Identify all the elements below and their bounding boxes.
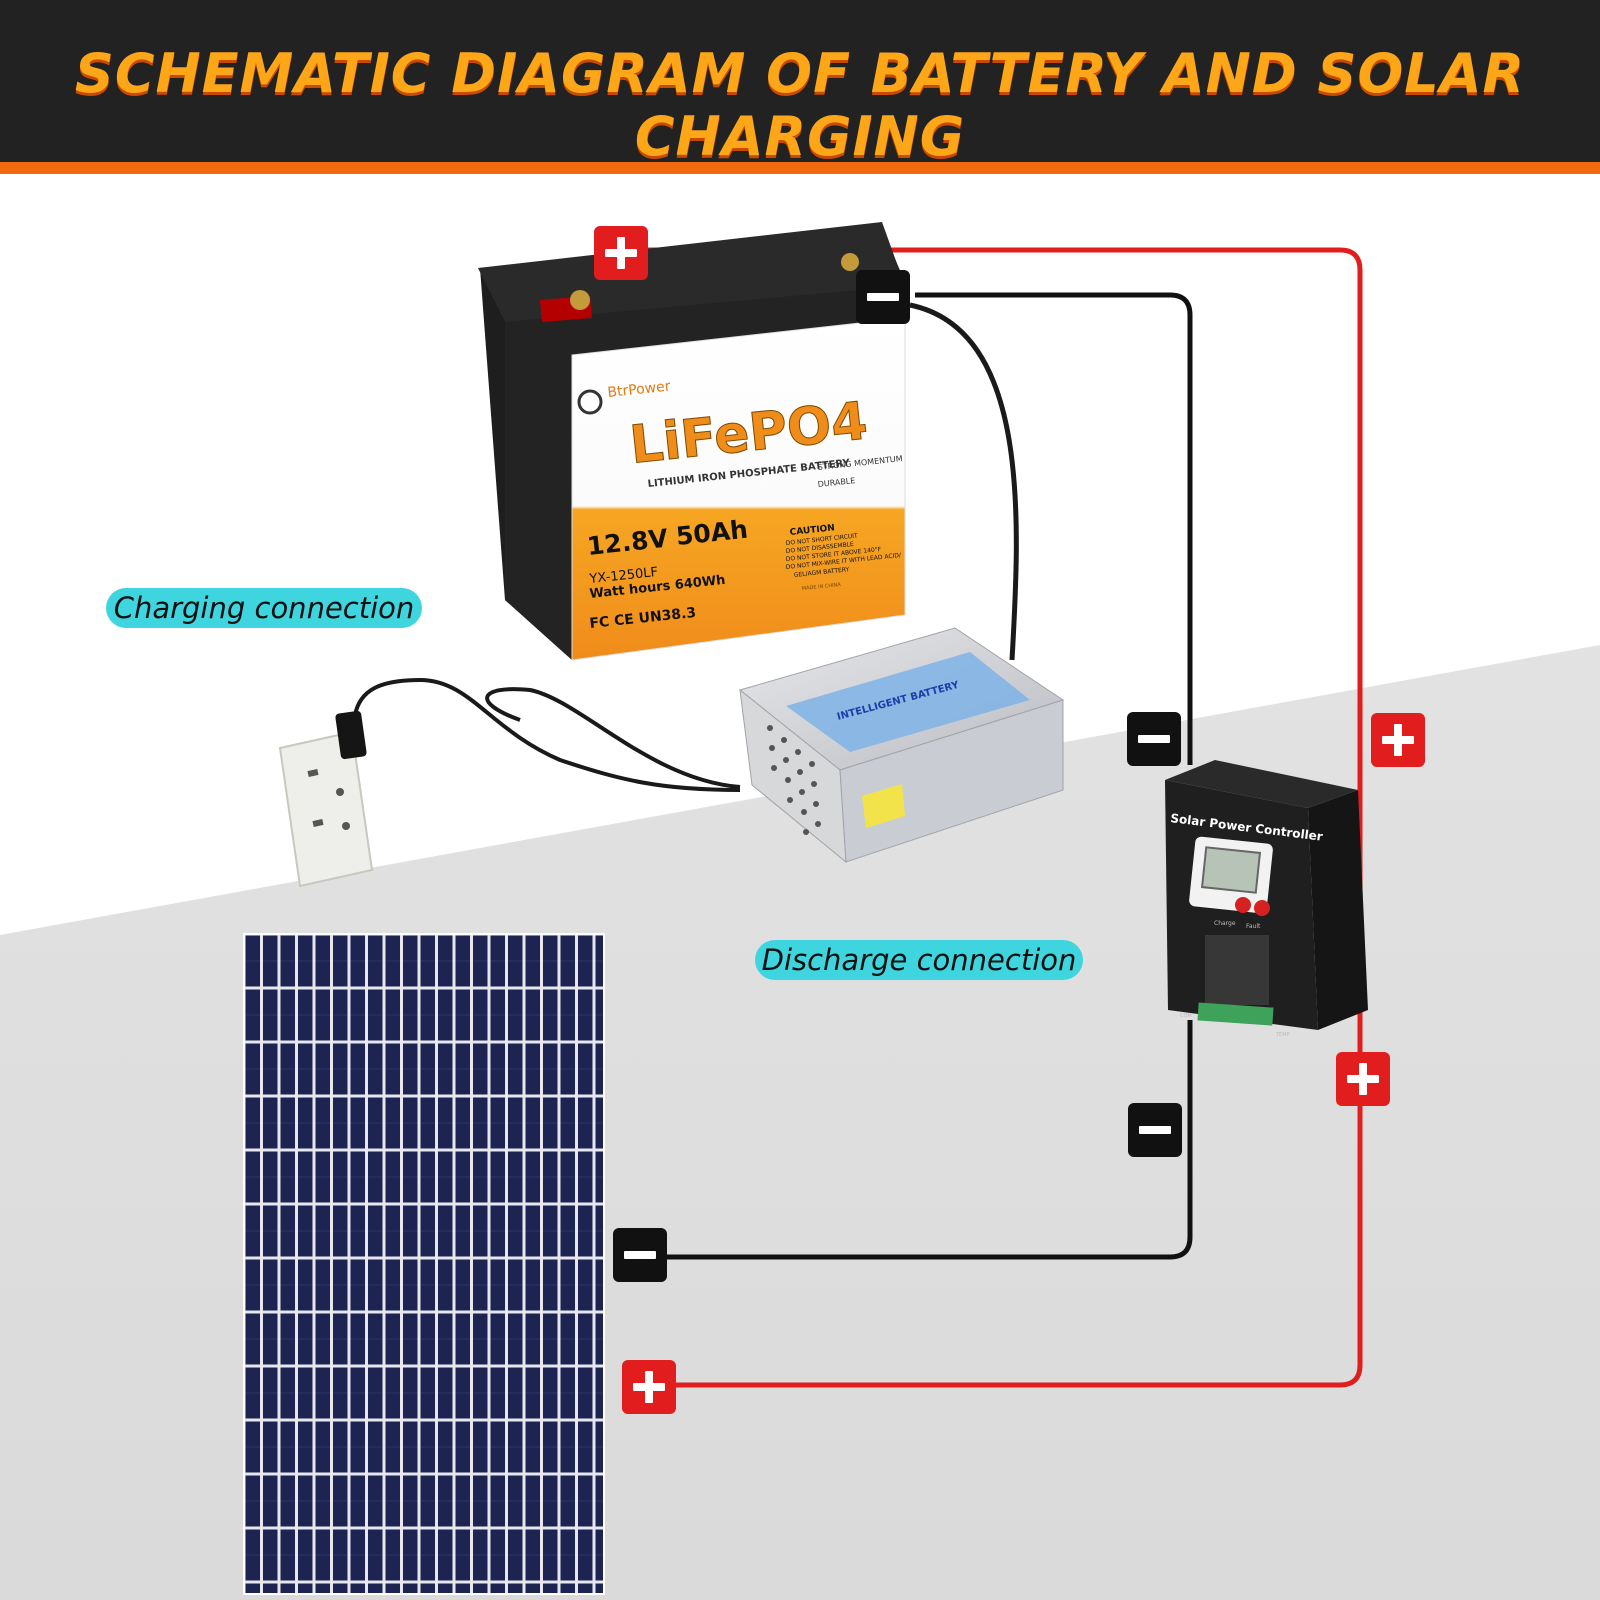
solar-panel [243, 933, 605, 1595]
controller-charge-label: Charge [1214, 920, 1236, 927]
lifepo4-battery: BtrPower LiFePO4 LITHIUM IRON PHOSPHATE … [478, 222, 906, 661]
plus-icon [1371, 713, 1425, 767]
minus-icon [1127, 712, 1181, 766]
page-title: SCHEMATIC DIAGRAM OF BATTERY AND SOLAR C… [74, 42, 1526, 168]
minus-icon [1128, 1103, 1182, 1157]
battery-brand: BtrPower [607, 378, 672, 401]
minus-icon [856, 270, 910, 324]
controller-com-label: COM [1180, 1013, 1192, 1019]
minus-icon [613, 1228, 667, 1282]
positive-wire [620, 247, 1363, 1388]
wall-socket [278, 710, 374, 888]
discharge-connection-label: Discharge connection [755, 940, 1083, 980]
negative-wire [915, 292, 1193, 765]
header-accent-stripe [0, 162, 1600, 174]
solar-power-controller: Solar Power Controller Charge Fault COM … [1165, 760, 1368, 1038]
negative-wire-lower [660, 1020, 1193, 1260]
charging-connection-label: Charging connection [106, 588, 422, 628]
battery-charger: INTELLIGENT BATTERY [738, 627, 1065, 864]
battery-model: YX-1250LF [588, 565, 659, 587]
plus-icon [1336, 1052, 1390, 1106]
plus-icon [594, 226, 648, 280]
plug-cable [353, 677, 741, 792]
battery-made-in: MADE IN CHINA [802, 582, 842, 592]
charger-cable [909, 302, 1019, 661]
header-bar [0, 0, 1600, 162]
power-logo-icon [577, 389, 603, 415]
plus-icon [622, 1360, 676, 1414]
plug-cable-2 [485, 687, 741, 789]
controller-fault-label: Fault [1246, 923, 1261, 930]
battery-caution-title: CAUTION [789, 523, 835, 538]
controller-temp-label: TEMP [1275, 1032, 1290, 1038]
battery-feature-2: DURABLE [817, 476, 855, 489]
